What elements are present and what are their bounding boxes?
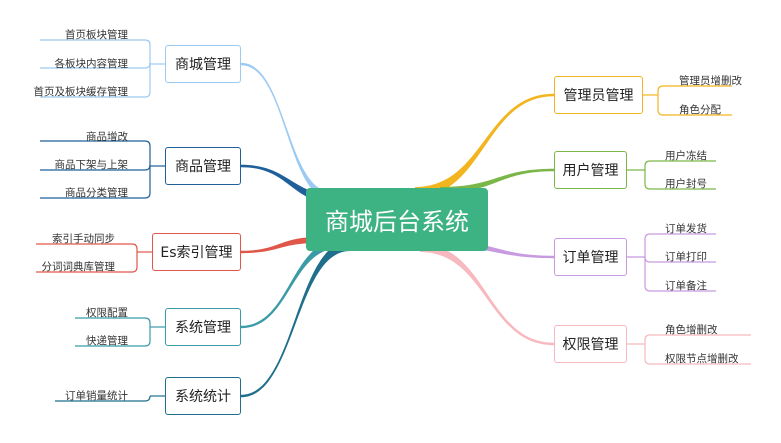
leaf-underline <box>644 257 716 292</box>
leaf-admin-1[interactable]: 管理员增删改 <box>679 75 742 87</box>
leaf-underline <box>644 170 716 190</box>
branch-connector-admin <box>415 93 554 197</box>
leaf-order-3[interactable]: 订单备注 <box>665 280 707 292</box>
branch-node-user[interactable]: 用户管理 <box>554 151 627 189</box>
leaf-underline <box>36 243 138 252</box>
leaf-user-2[interactable]: 用户封号 <box>665 178 707 190</box>
leaf-underline <box>40 64 151 98</box>
leaf-underline <box>644 334 751 344</box>
leaf-underline <box>40 164 151 171</box>
leaf-goods-3[interactable]: 商品分类管理 <box>65 187 128 199</box>
leaf-perm-1[interactable]: 角色增删改 <box>665 324 718 336</box>
branch-node-goods[interactable]: 商品管理 <box>165 147 241 185</box>
branch-connector-system <box>241 240 340 329</box>
leaf-underline <box>40 39 151 64</box>
leaf-underline <box>36 252 138 273</box>
branch-node-admin[interactable]: 管理员管理 <box>554 76 643 114</box>
leaf-system-1[interactable]: 权限配置 <box>86 307 128 319</box>
leaf-order-1[interactable]: 订单发货 <box>665 223 707 235</box>
leaf-goods-2[interactable]: 商品下架与上架 <box>54 159 129 171</box>
leaf-stats-1[interactable]: 订单销量统计 <box>65 390 128 402</box>
leaf-es-1[interactable]: 索引手动同步 <box>52 233 115 245</box>
leaf-underline <box>644 160 716 170</box>
leaf-underline <box>40 166 151 199</box>
branch-connector-es <box>241 237 318 254</box>
leaf-user-1[interactable]: 用户冻结 <box>665 150 707 162</box>
leaf-underline <box>644 233 716 257</box>
leaf-underline <box>55 395 151 402</box>
branch-node-es[interactable]: Es索引管理 <box>152 233 241 271</box>
leaf-mall-2[interactable]: 各板块内容管理 <box>54 58 129 70</box>
leaf-connectors <box>36 39 751 402</box>
branch-connector-perm <box>420 244 554 346</box>
branch-connector-user <box>440 168 554 193</box>
leaf-underline <box>657 85 732 95</box>
leaf-underline <box>75 317 151 327</box>
leaf-goods-1[interactable]: 商品增改 <box>86 131 128 143</box>
leaf-underline <box>40 62 151 69</box>
branch-node-mall[interactable]: 商城管理 <box>165 45 241 83</box>
branch-node-perm[interactable]: 权限管理 <box>554 325 627 363</box>
leaf-order-2[interactable]: 订单打印 <box>665 251 707 263</box>
leaf-underline <box>644 344 751 365</box>
leaf-underline <box>75 327 151 347</box>
branch-connector-mall <box>241 62 332 200</box>
branch-node-system[interactable]: 系统管理 <box>165 308 241 346</box>
branch-node-stats[interactable]: 系统统计 <box>165 377 241 415</box>
leaf-mall-3[interactable]: 首页及板块缓存管理 <box>33 86 129 98</box>
leaf-es-2[interactable]: 分词词典库管理 <box>41 261 116 273</box>
leaf-underline <box>657 95 732 116</box>
branch-connector-stats <box>241 241 350 398</box>
leaf-admin-2[interactable]: 角色分配 <box>679 104 721 116</box>
branch-node-order[interactable]: 订单管理 <box>554 238 627 276</box>
center-node[interactable]: 商城后台系统 <box>306 188 488 251</box>
leaf-system-2[interactable]: 快递管理 <box>86 335 128 347</box>
leaf-underline <box>40 140 151 166</box>
leaf-mall-1[interactable]: 首页板块管理 <box>65 29 128 41</box>
leaf-perm-2[interactable]: 权限节点增删改 <box>665 353 739 365</box>
